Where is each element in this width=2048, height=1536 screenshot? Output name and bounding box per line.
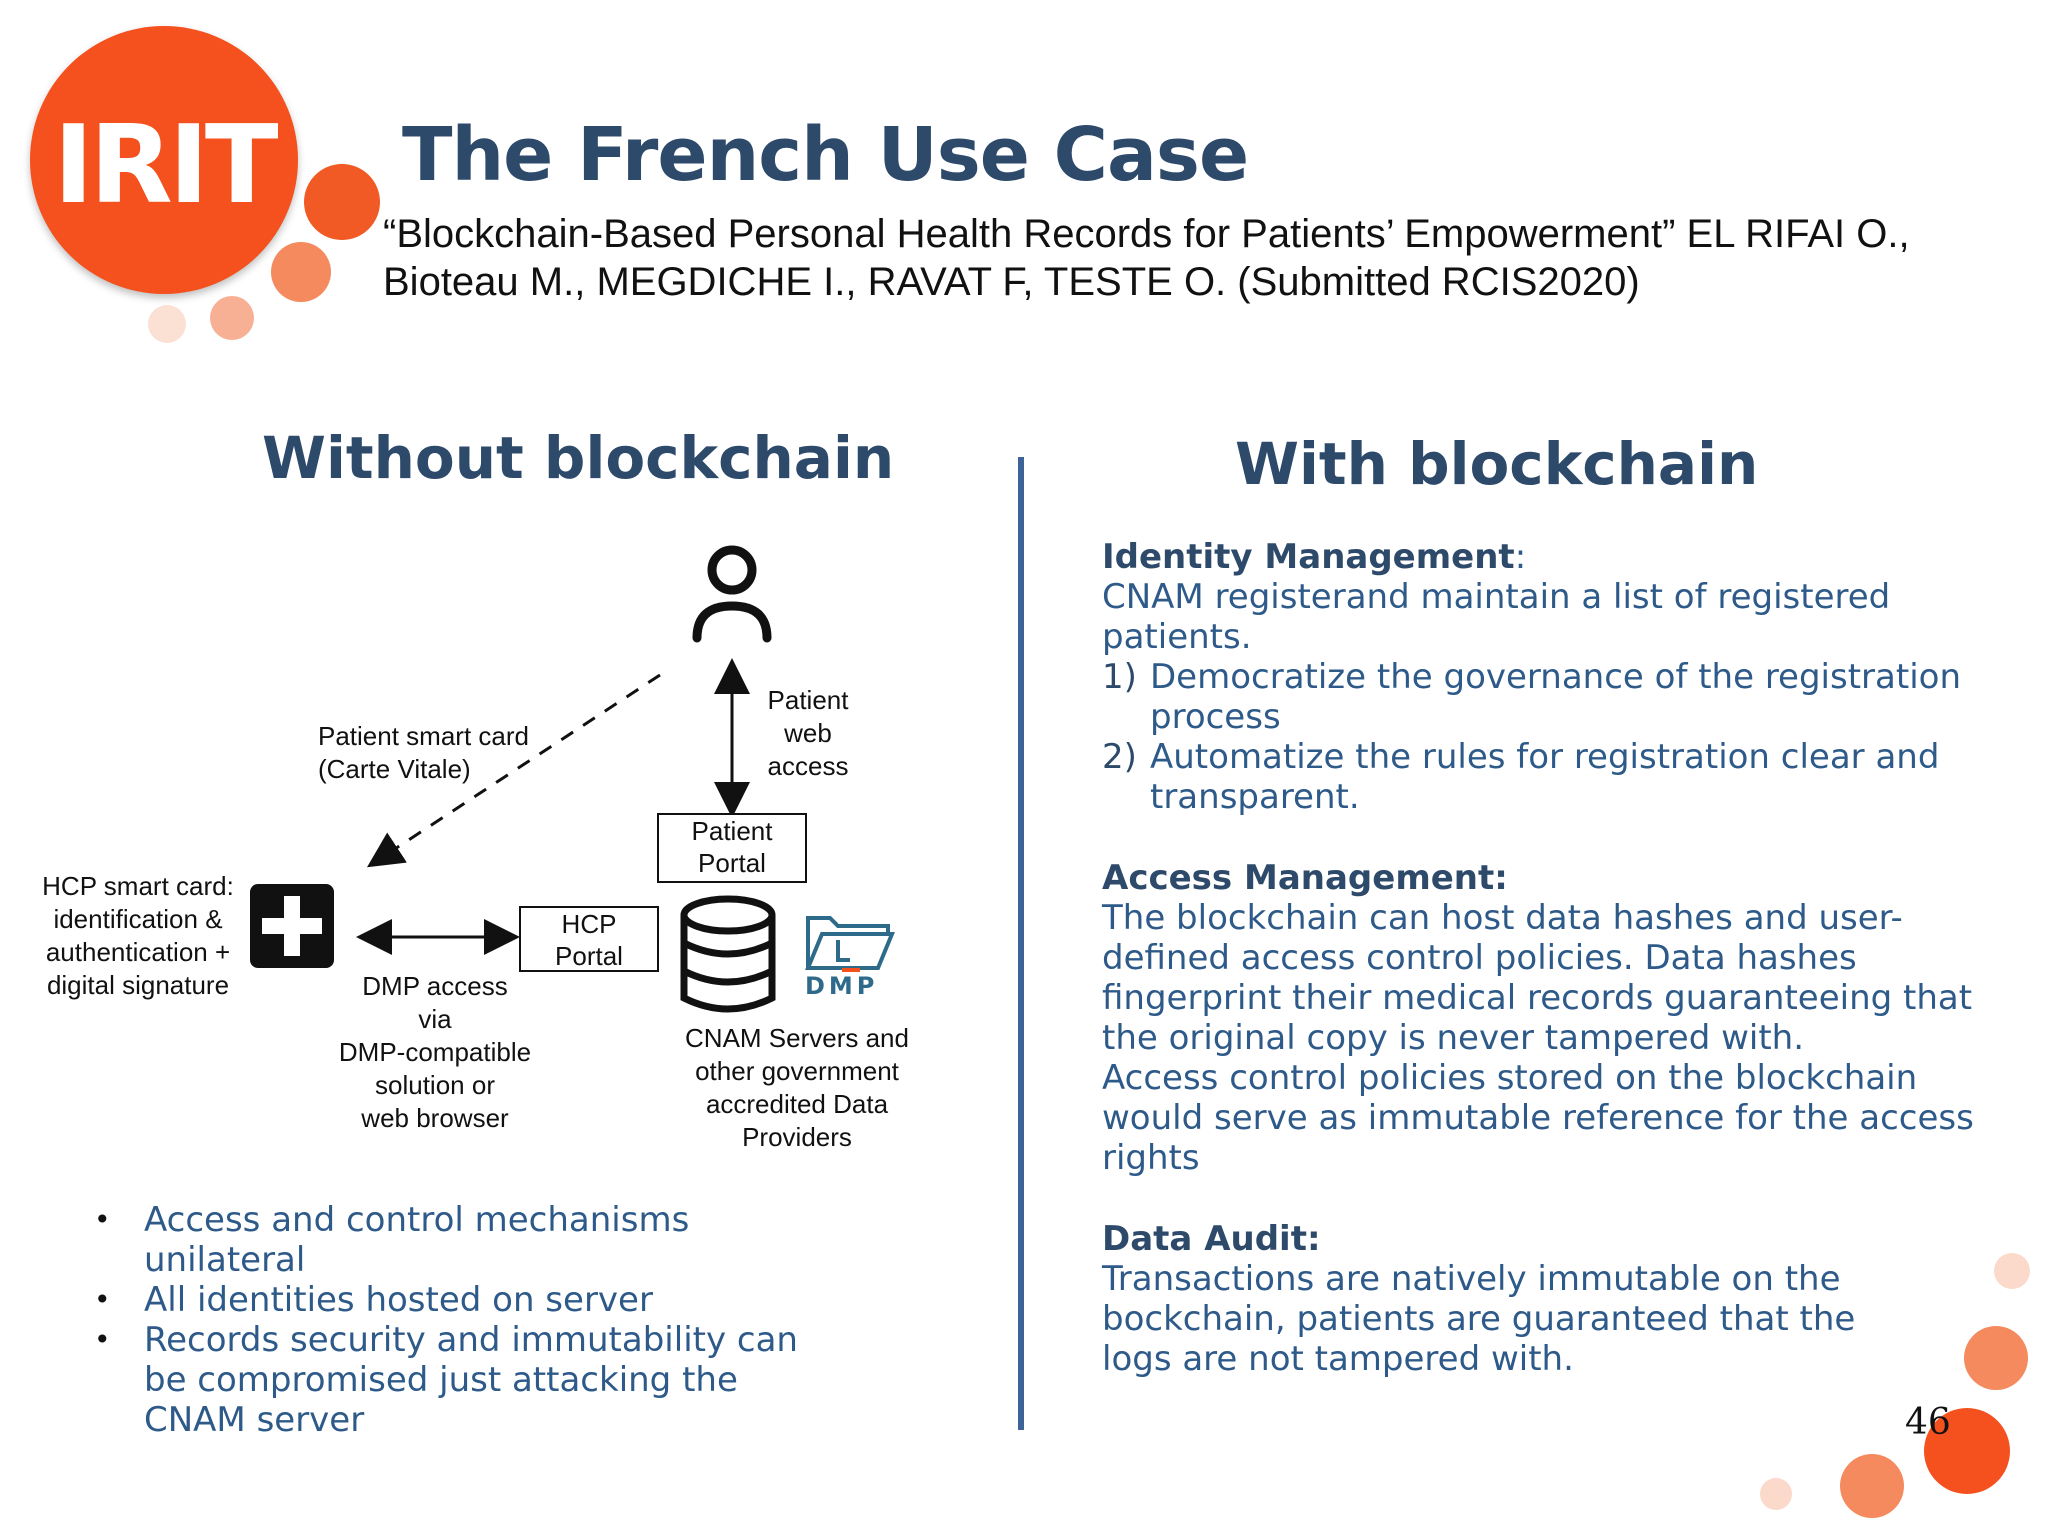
- access-management-section: Access Management: The blockchain can ho…: [1102, 858, 2002, 1178]
- person-icon: [692, 545, 772, 643]
- dmp-logo-text: DMP: [805, 972, 879, 1000]
- decor-dot: [1924, 1408, 2010, 1494]
- identity-management-section: Identity Management: CNAM registerand ma…: [1102, 537, 2002, 817]
- architecture-diagram: Patient smart card (Carte Vitale) Patien…: [0, 520, 1000, 1180]
- heading-without-blockchain: Without blockchain: [262, 424, 895, 492]
- heading-with-blockchain: With blockchain: [1235, 430, 1759, 498]
- logo-text: IRIT: [53, 103, 278, 228]
- identity-management-text: CNAM registerand maintain a list of regi…: [1102, 577, 1891, 657]
- diagram-connectors: [250, 545, 895, 1013]
- cnam-servers-label: CNAM Servers and other government accred…: [685, 1023, 909, 1152]
- medical-cross-icon: [250, 884, 334, 968]
- decor-dot: [304, 164, 380, 240]
- list-item: 1)Democratize the governance of the regi…: [1102, 657, 1961, 737]
- decor-dot: [271, 242, 331, 302]
- hcp-smart-card-label: HCP smart card: identification & authent…: [42, 871, 234, 1000]
- column-divider: [1018, 457, 1024, 1430]
- list-item: 2)Automatize the rules for registration …: [1102, 737, 1940, 817]
- dmp-folder-icon: [805, 916, 895, 972]
- page-number: 46: [1905, 1402, 1951, 1443]
- data-audit-text: Transactions are natively immutable on t…: [1102, 1259, 1856, 1379]
- patient-web-access-label: Patient web access: [767, 685, 849, 781]
- decor-dot: [210, 296, 254, 340]
- slide-subtitle: “Blockchain-Based Personal Health Record…: [383, 212, 1910, 304]
- without-blockchain-bullets: •Access and control mechanisms unilatera…: [90, 1200, 850, 1440]
- database-icon: [680, 895, 776, 1013]
- list-item: •All identities hosted on server: [94, 1280, 653, 1320]
- decor-dot: [1994, 1253, 2030, 1289]
- access-management-title: Access Management:: [1102, 858, 1508, 898]
- irit-logo: IRIT: [30, 26, 298, 294]
- dmp-access-label: DMP access via DMP-compatible solution o…: [338, 971, 532, 1133]
- data-audit-section: Data Audit: Transactions are natively im…: [1102, 1219, 1902, 1379]
- decor-dot: [1964, 1326, 2028, 1390]
- hcp-portal-box: HCP Portal: [519, 906, 659, 972]
- decor-dot: [1840, 1454, 1904, 1518]
- decor-dot: [148, 305, 186, 343]
- list-item: •Records security and immutability can b…: [94, 1320, 798, 1440]
- list-item: •Access and control mechanisms unilatera…: [94, 1200, 690, 1280]
- identity-management-list: 1)Democratize the governance of the regi…: [1102, 657, 2002, 817]
- data-audit-title: Data Audit:: [1102, 1219, 1321, 1259]
- patient-smart-card-label: Patient smart card (Carte Vitale): [318, 721, 529, 784]
- access-management-text: The blockchain can host data hashes and …: [1102, 898, 1973, 1058]
- patient-portal-box: Patient Portal: [657, 813, 807, 883]
- slide-title: The French Use Case: [402, 112, 1249, 198]
- identity-management-title: Identity Management: [1102, 537, 1515, 577]
- decor-dot: [1760, 1478, 1792, 1510]
- smart-card-dashed-arrow: [366, 673, 661, 868]
- access-management-text-2: Access control policies stored on the bl…: [1102, 1058, 1974, 1178]
